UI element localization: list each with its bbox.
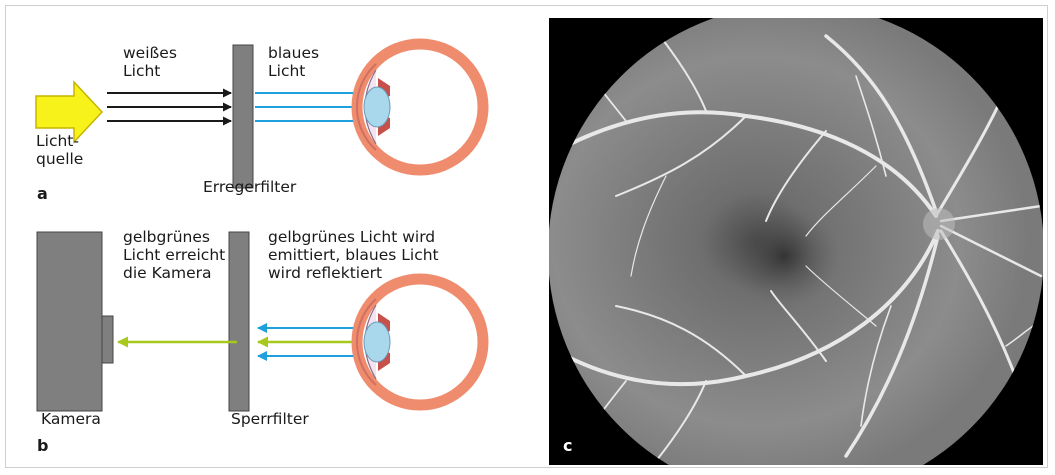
eye-icon	[357, 279, 483, 405]
excitation-filter	[233, 45, 253, 188]
panel-c-fundus-photo: c	[549, 18, 1043, 465]
figure-svg: Licht- quelle weißes Licht Erregerfilter…	[6, 6, 1049, 469]
eye-text-1: gelbgrünes Licht wird	[268, 228, 435, 246]
panel-b: Kamera gelbgrünes Licht erreicht die Kam…	[37, 228, 483, 455]
eye-text-2: emittiert, blaues Licht	[268, 246, 439, 264]
eye-text-3: wird reflektiert	[268, 264, 382, 282]
camera-label: Kamera	[41, 410, 101, 428]
eye-icon	[357, 44, 483, 170]
camera-lens	[102, 316, 113, 363]
macula	[729, 206, 839, 306]
panel-a: Licht- quelle weißes Licht Erregerfilter…	[36, 44, 483, 203]
optic-disc	[923, 208, 955, 240]
camera-text-2: Licht erreicht	[123, 246, 225, 264]
barrier-filter	[229, 232, 249, 411]
light-source-label-2: quelle	[36, 150, 83, 168]
light-source-label-1: Licht-	[36, 132, 79, 150]
camera-text-3: die Kamera	[123, 264, 212, 282]
panel-letter-c: c	[563, 436, 572, 455]
barrier-filter-label: Sperrfilter	[231, 410, 309, 428]
blue-light-label-2: Licht	[268, 62, 305, 80]
blue-light-label-1: blaues	[268, 44, 319, 62]
panel-letter-b: b	[37, 436, 48, 455]
white-light-label-1: weißes	[123, 44, 177, 62]
excitation-filter-label: Erregerfilter	[203, 178, 297, 196]
camera-body	[37, 232, 102, 411]
white-light-label-2: Licht	[123, 62, 160, 80]
camera-text-1: gelbgrünes	[123, 228, 210, 246]
figure-frame: Licht- quelle weißes Licht Erregerfilter…	[5, 5, 1048, 468]
panel-letter-a: a	[37, 184, 48, 203]
